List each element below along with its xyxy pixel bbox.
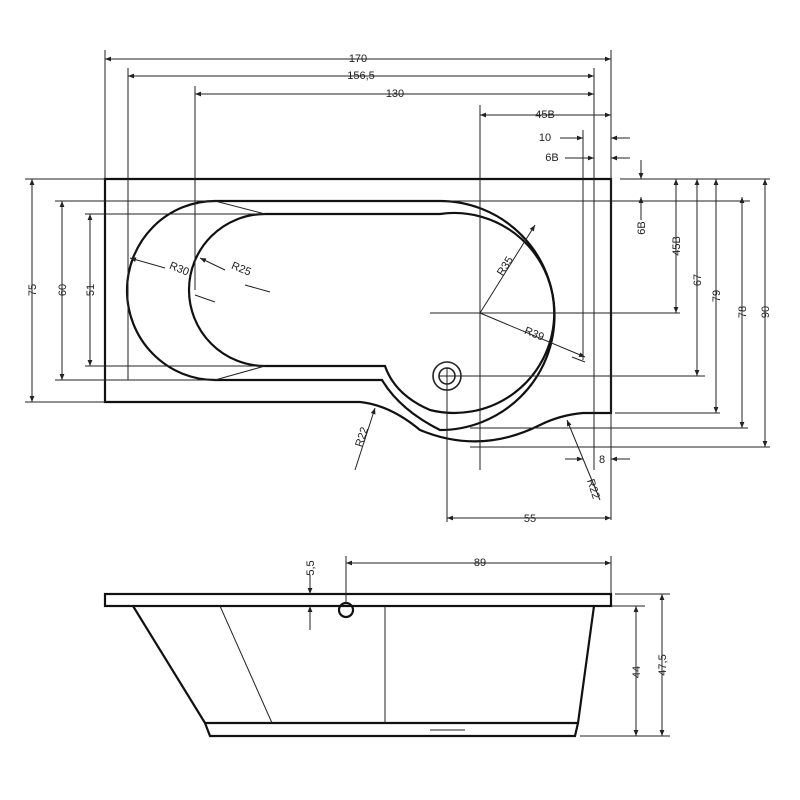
label-55: 55 [524, 513, 536, 525]
label-47-5: 47,5 [657, 654, 669, 675]
label-45b-v: 45B [671, 236, 683, 256]
tub-outline [103, 177, 613, 443]
label-8: 8 [599, 454, 605, 466]
label-45b: 45B [535, 109, 555, 121]
label-r35: R35 [495, 255, 516, 278]
tub-body-side [132, 605, 596, 725]
label-r22-right: R22 [584, 478, 602, 501]
extension-lines [25, 50, 770, 522]
top-view: 170 156,5 130 45B 10 6B 55 8 75 60 51 6B… [25, 50, 772, 525]
outer-bowl-rim [125, 199, 556, 432]
label-75: 75 [27, 284, 39, 296]
label-60: 60 [57, 284, 69, 296]
label-6b: 6B [545, 152, 558, 164]
label-5-5: 5,5 [305, 560, 317, 575]
label-r39: R39 [523, 325, 546, 344]
label-170: 170 [349, 53, 367, 65]
label-44: 44 [631, 666, 643, 678]
inner-bowl [187, 211, 556, 415]
label-89: 89 [474, 557, 486, 569]
label-r22-left: R22 [353, 426, 371, 449]
label-10: 10 [539, 132, 551, 144]
label-130: 130 [386, 88, 404, 100]
tub-rim-side [103, 592, 613, 608]
dimension-labels: 170 156,5 130 45B 10 6B 55 8 75 60 51 6B… [27, 53, 772, 525]
label-78: 78 [737, 306, 749, 318]
label-67: 67 [692, 274, 704, 286]
label-90: 90 [760, 306, 772, 318]
tub-base [203, 722, 580, 738]
label-156-5: 156,5 [347, 70, 375, 82]
label-6b-v: 6B [636, 221, 648, 234]
label-r25: R25 [230, 260, 253, 279]
label-r30: R30 [168, 260, 191, 279]
label-79: 79 [711, 290, 723, 302]
label-51: 51 [85, 284, 97, 296]
side-view: 89 5,5 44 47,5 [103, 556, 670, 738]
